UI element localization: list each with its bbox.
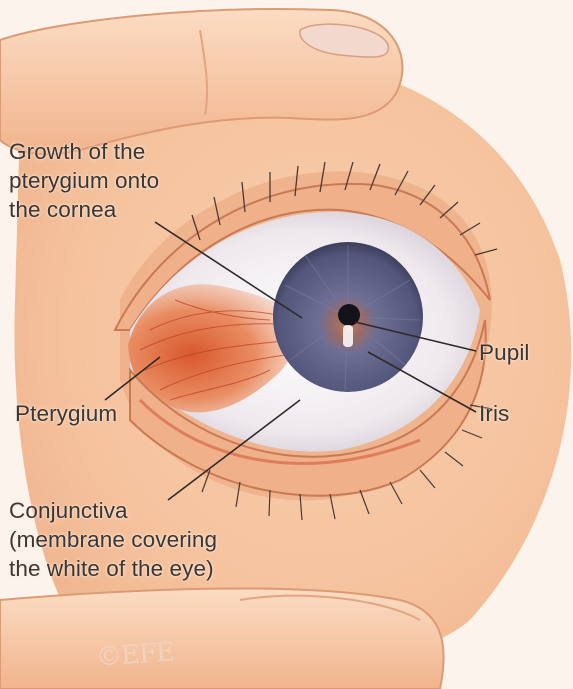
copyright-watermark: ©EFE <box>95 637 175 672</box>
growth-onto-cornea-label: Growth of the pterygium onto the cornea <box>9 137 159 224</box>
pterygium-label: Pterygium <box>15 399 117 428</box>
pupil-label: Pupil <box>479 338 530 367</box>
iris-label: Iris <box>479 399 509 428</box>
conjunctiva-label: Conjunctiva (membrane covering the white… <box>9 496 217 583</box>
